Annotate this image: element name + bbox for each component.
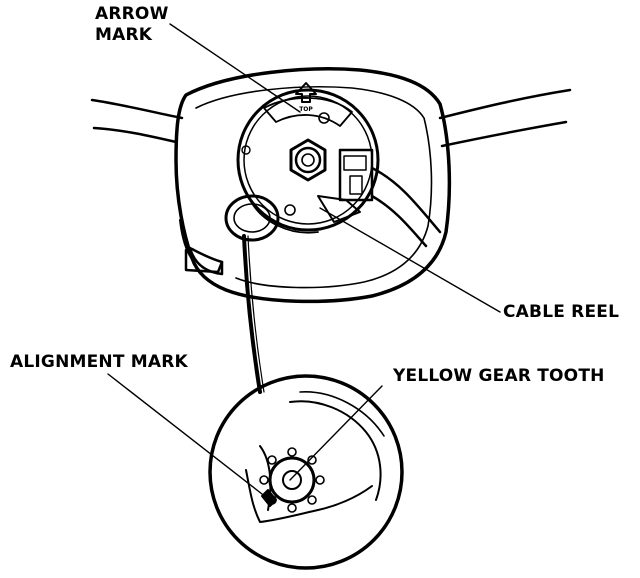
connector-block bbox=[338, 148, 374, 202]
leader-lines bbox=[107, 23, 501, 495]
left-connector bbox=[224, 194, 280, 242]
alignment-mark-tick bbox=[261, 489, 277, 507]
wheel-hub-housing bbox=[174, 67, 452, 304]
detail-circle bbox=[208, 374, 404, 570]
leader-arrow-mark bbox=[169, 23, 301, 113]
arrow-mark-symbol bbox=[295, 82, 317, 103]
cable-harness bbox=[370, 166, 442, 248]
leader-cable-reel bbox=[319, 207, 501, 313]
right-spoke bbox=[438, 88, 572, 148]
arrow-mark-label: ARROW MARK bbox=[95, 4, 169, 46]
center-nut bbox=[289, 138, 327, 182]
arrow-mark-label-line1: ARROW bbox=[95, 4, 169, 24]
alignment-mark-label: ALIGNMENT MARK bbox=[10, 352, 188, 372]
cable-reel-label: CABLE REEL bbox=[503, 302, 620, 322]
cable-wire bbox=[242, 234, 265, 394]
left-spoke bbox=[90, 98, 184, 144]
arrow-mark-label-line2: MARK bbox=[95, 25, 153, 45]
top-mark-text: TOP bbox=[299, 106, 313, 113]
leader-alignment-mark bbox=[107, 373, 263, 495]
yellow-gear-tooth-label: YELLOW GEAR TOOTH bbox=[393, 366, 605, 386]
lower-hub-block bbox=[184, 248, 224, 274]
leader-gear-tooth bbox=[289, 385, 383, 481]
